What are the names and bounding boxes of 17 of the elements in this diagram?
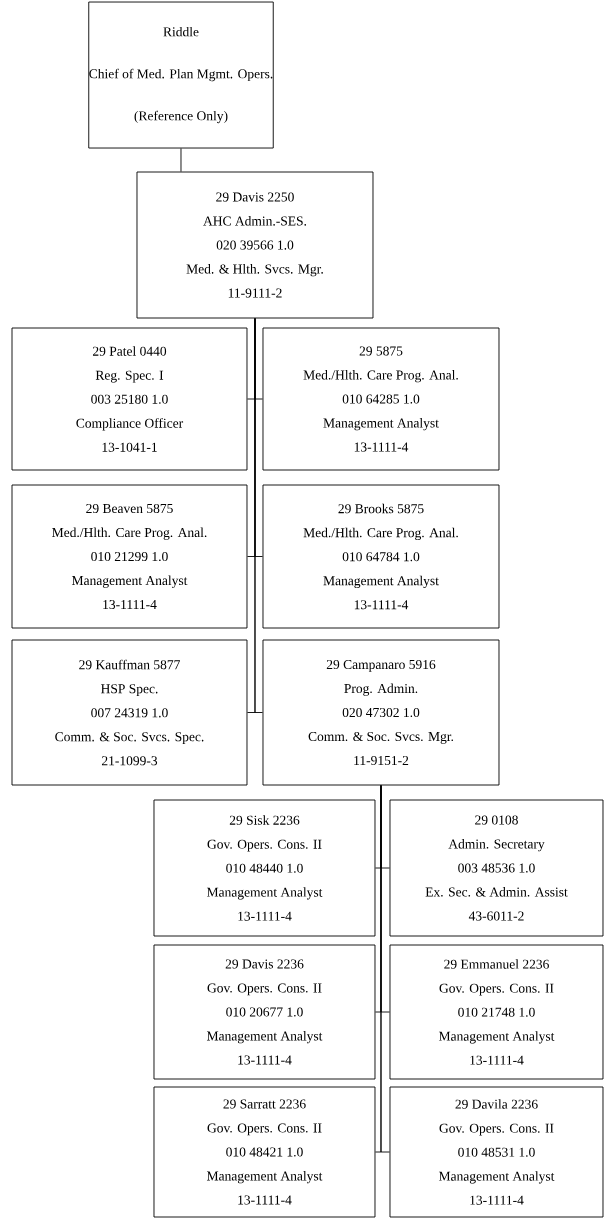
position-box: 29 Davis 2236 Gov. Opers. Cons. II 010 20677 1.0 Management Analyst 13-1111-4 <box>153 944 376 1080</box>
position-box: 29 Campanaro 5916 Prog. Admin. 020 47302 1.0 Comm. & Soc. Svcs. Mgr. 11-9151-2 <box>262 639 500 786</box>
position-box: 29 0108 Admin. Secretary 003 48536 1.0 Ex. Sec. & Admin. Assist 43-6011-2 <box>389 799 604 937</box>
position-box: 29 Sisk 2236 Gov. Opers. Cons. II 010 48440 1.0 Management Analyst 13-1111-4 <box>153 799 376 937</box>
position-box: 29 Emmanuel 2236 Gov. Opers. Cons. II 010 21748 1.0 Management Analyst 13-1111-4 <box>389 944 604 1080</box>
position-box: 29 Brooks 5875 Med./Hlth. Care Prog. Anal. 010 64784 1.0 Management Analyst 13-1111-4 <box>262 484 500 629</box>
position-box: 29 5875 Med./Hlth. Care Prog. Anal. 010 64285 1.0 Management Analyst 13-1111-4 <box>262 327 500 471</box>
connector-line <box>254 318 263 713</box>
position-box: 29 Davis 2250 AHC Admin.-SES. 020 39566 1.0 Med. & Hlth. Svcs. Mgr. 11-9111-2 <box>136 171 374 319</box>
position-box: 29 Davila 2236 Gov. Opers. Cons. II 010 48531 1.0 Management Analyst 13-1111-4 <box>389 1086 604 1218</box>
position-box: 29 Beaven 5875 Med./Hlth. Care Prog. Anal. 010 21299 1.0 Management Analyst 13-1111-4 <box>11 484 248 629</box>
position-box: 29 Patel 0440 Reg. Spec. I 003 25180 1.0 Compliance Officer 13-1041-1 <box>11 327 248 471</box>
position-box: 29 Kauffman 5877 HSP Spec. 007 24319 1.0 Comm. & Soc. Svcs. Spec. 21-1099-3 <box>11 639 248 786</box>
position-box: 29 Sarratt 2236 Gov. Opers. Cons. II 010 48421 1.0 Management Analyst 13-1111-4 <box>153 1086 376 1218</box>
position-box: Riddle Chief of Med. Plan Mgmt. Opers. (Reference Only) <box>88 1 274 149</box>
connector-line <box>380 785 390 1153</box>
connector-line <box>180 148 182 172</box>
